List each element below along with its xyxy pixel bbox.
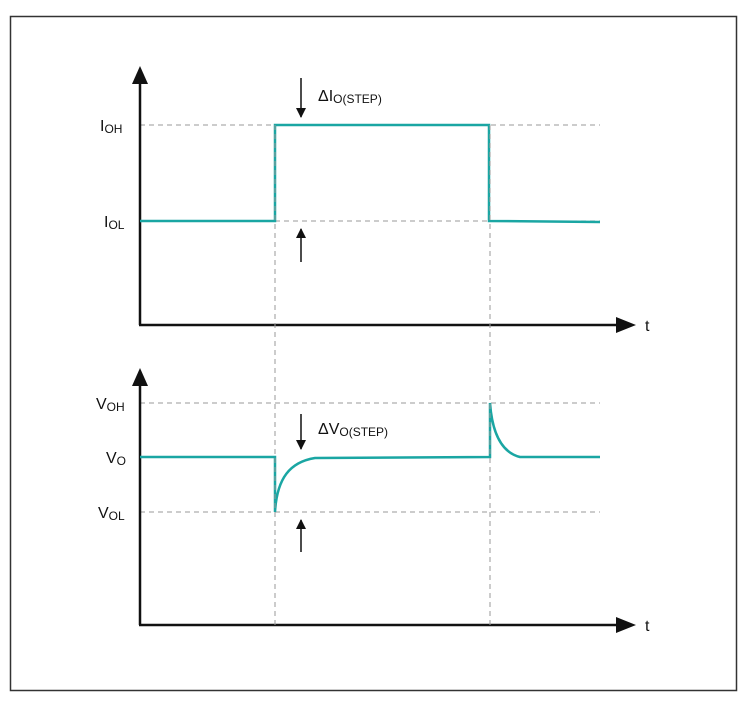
voltage-time-axis-arrow — [616, 617, 636, 633]
vo-label: VO — [106, 450, 126, 468]
voltage-step-label: ΔVO(STEP) — [318, 421, 388, 439]
figure-frame — [9, 15, 738, 692]
current-plot: IOH IOL ΔIO(STEP) t — [100, 66, 650, 335]
current-trace — [140, 123, 601, 224]
current-y-axis-arrow — [132, 66, 148, 84]
voltage-time-axis-label: t — [645, 618, 650, 635]
voltage-trace — [140, 402, 600, 513]
voltage-y-axis-arrow — [132, 368, 148, 386]
current-time-axis-label: t — [645, 318, 650, 335]
iol-label: IOL — [104, 214, 125, 232]
voh-label: VOH — [96, 396, 125, 414]
voltage-plot: VOH VO VOL ΔVO(STEP) t — [96, 368, 650, 635]
current-step-label: ΔIO(STEP) — [318, 88, 382, 106]
ioh-label: IOH — [100, 118, 122, 136]
current-time-axis-arrow — [616, 317, 636, 333]
vol-label: VOL — [98, 505, 125, 523]
